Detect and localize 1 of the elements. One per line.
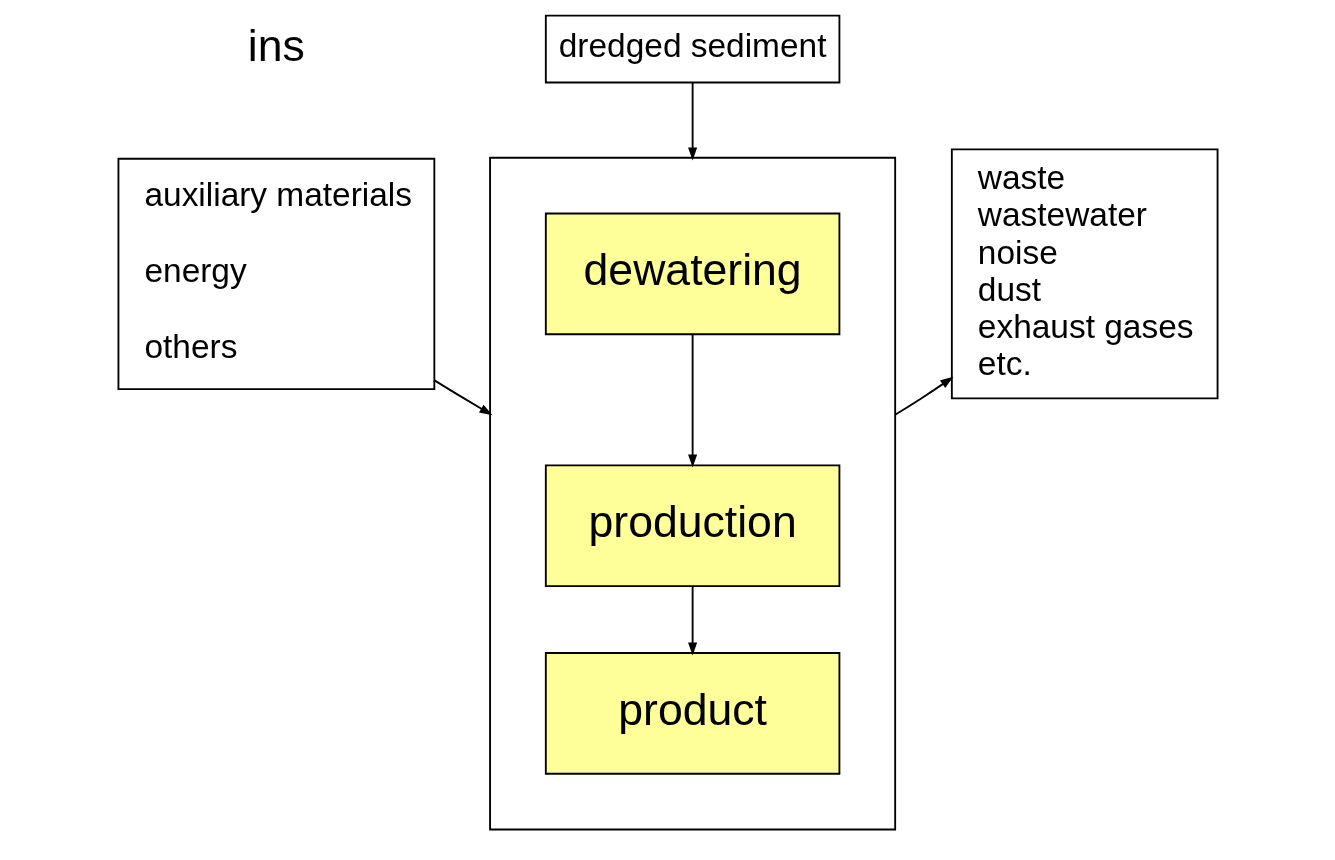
- label: ins: [247, 20, 305, 70]
